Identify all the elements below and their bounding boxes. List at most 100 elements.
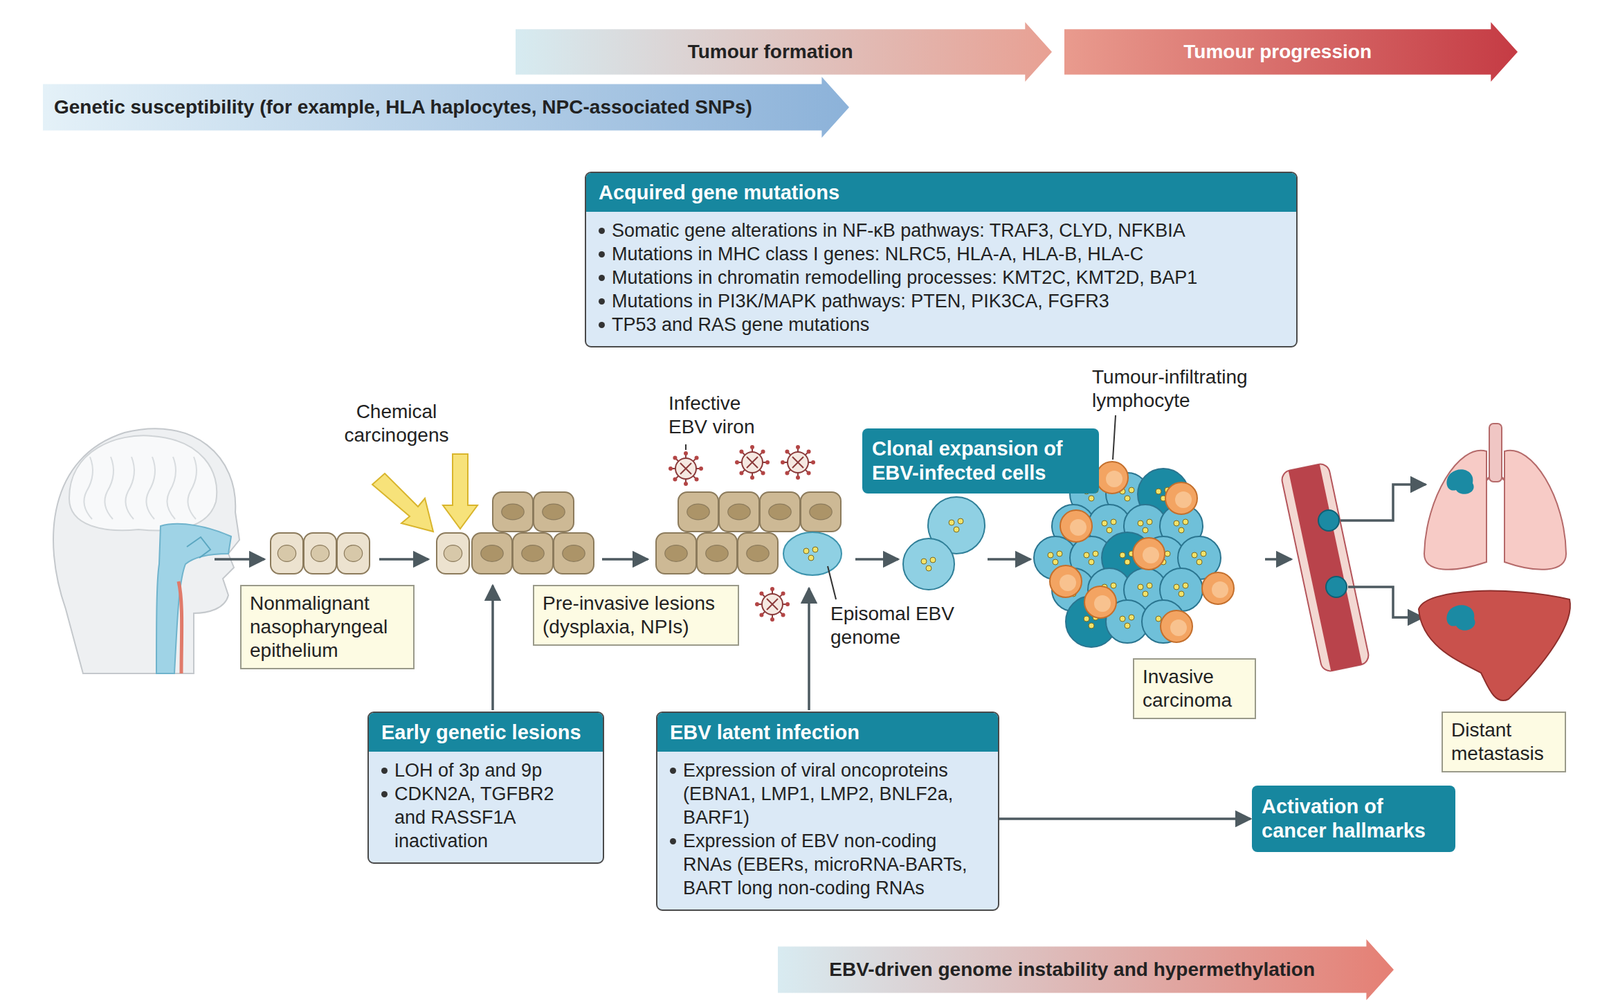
circulating-tumour-cell [1325, 576, 1347, 598]
lymphocyte-nucleus [1059, 574, 1077, 592]
episome-dot [1137, 584, 1144, 590]
episome-dot [1178, 527, 1185, 533]
band-text: Genetic susceptibility (for example, HLA… [53, 96, 753, 119]
leader-line [685, 444, 687, 450]
episome-dot [1088, 559, 1095, 565]
episome-dot [1173, 520, 1180, 526]
lymphocyte-nucleus [1105, 470, 1123, 488]
episome-dot [1182, 582, 1189, 589]
box-text: Activation of cancer hallmarks [1261, 794, 1446, 843]
lymphocyte-nucleus [1142, 546, 1160, 564]
episome-dot [1092, 550, 1099, 557]
episome-dot [1146, 582, 1153, 589]
ebv-virion [761, 593, 783, 615]
episome-dot [1088, 622, 1095, 629]
episome-dot [957, 518, 964, 524]
band-text: EBV-driven genome instability and hyperm… [784, 958, 1360, 981]
epithelial-cell [436, 532, 470, 574]
leader-line [827, 566, 836, 600]
virus-spike-tip [759, 591, 764, 596]
epithelial-cell [737, 532, 778, 574]
episome-dot [1047, 552, 1054, 558]
arrow-line [379, 557, 429, 561]
info-panel: Acquired gene mutationsSomatic gene alte… [584, 171, 1298, 348]
head-silhouette [53, 428, 240, 674]
episome-dot [1200, 550, 1207, 557]
episome-dot [948, 519, 955, 526]
virion-core [746, 456, 758, 468]
cell-nucleus [746, 545, 769, 562]
band-text: Tumour progression [1071, 40, 1484, 63]
episome-dot [1124, 495, 1131, 502]
brain-fold [83, 456, 93, 520]
episome-dot [1110, 582, 1117, 589]
virus-spike-tip [806, 471, 812, 476]
leader-line [1112, 415, 1116, 460]
episome-dot [1106, 527, 1113, 533]
virus-spike-tip [668, 466, 673, 471]
bullet-text: CDKN2A, TGFBR2 and RASSF1A inactivation [394, 782, 591, 853]
bullet-row: Somatic gene alterations in NF-κB pathwa… [598, 218, 1284, 243]
episome-dot [1124, 559, 1131, 565]
virus-spike-tip [759, 613, 764, 618]
bullet-text: Expression of EBV non-coding RNAs (EBERs… [683, 829, 986, 900]
virus-spike-tip [755, 602, 760, 607]
stage-arrow-band: Genetic susceptibility (for example, HLA… [42, 76, 850, 138]
lymphocyte-nucleus [1094, 595, 1111, 612]
lymphocyte-nucleus [1211, 581, 1229, 598]
episome-dot [1083, 615, 1090, 622]
lymphocyte-nucleus [1069, 519, 1087, 536]
brain-fold [166, 456, 176, 520]
virus-spike-tip [795, 444, 800, 450]
episome-dot [953, 526, 960, 533]
epithelial-cell [471, 532, 513, 574]
stage-arrow-band: Tumour progression [1064, 22, 1518, 82]
cell-nucleus [665, 545, 688, 562]
virus-spike-tip [694, 477, 699, 482]
epithelial-cell [512, 532, 553, 574]
box-text: Clonal expansion of EBV-infected cells [871, 436, 1090, 486]
virus-spike-tip [781, 613, 786, 618]
info-panel: Early genetic lesionsLOH of 3p and 9pCDK… [367, 711, 605, 864]
lymphocyte-nucleus [1170, 619, 1187, 636]
bullet-text: Mutations in chromatin remodelling proce… [611, 265, 1198, 290]
epithelial-cell [719, 492, 760, 532]
bullet-dot [598, 251, 605, 258]
epithelial-cell [759, 492, 800, 532]
epithelial-cell [696, 532, 738, 574]
box-text: Invasive carcinoma [1142, 665, 1247, 713]
episome-dot [1110, 519, 1117, 525]
info-panel: EBV latent infectionExpression of viral … [656, 711, 1000, 911]
episome-dot [1196, 559, 1203, 565]
virus-spike-tip [784, 449, 789, 454]
episome-dot [1124, 622, 1131, 629]
episome-dot [1137, 520, 1144, 526]
bullet-row: TP53 and RAS gene mutations [598, 312, 1284, 337]
virus-spike-tip [795, 475, 800, 480]
turbinate [186, 537, 211, 558]
virus-spike-tip [770, 617, 775, 622]
episome-dot [1088, 495, 1095, 502]
box-text: Nonmalignant nasopharyngeal epithelium [249, 591, 405, 663]
virus-spike-tip [683, 451, 688, 456]
cell-nucleus [562, 545, 585, 562]
panel-heading-bar: Acquired gene mutations [586, 173, 1297, 212]
brain-fold [104, 456, 114, 520]
cell-nucleus [728, 503, 751, 520]
cell-nucleus [310, 545, 329, 562]
lymphocyte [1049, 565, 1082, 598]
episome-dot [808, 555, 814, 561]
virus-spike-tip [739, 471, 744, 476]
virus-spike-tip [780, 460, 785, 465]
virus-spike-tip [784, 471, 789, 476]
bullet-text: Mutations in PI3K/MAPK pathways: PTEN, P… [611, 289, 1110, 313]
arrow-line [807, 588, 811, 711]
cell-nucleus [277, 545, 296, 562]
episome-dot [1142, 591, 1149, 597]
episome-dot [1146, 519, 1153, 525]
lymphocyte [1096, 461, 1129, 494]
epithelial-cell [553, 532, 594, 574]
throat [178, 581, 183, 674]
liver [1418, 591, 1571, 701]
